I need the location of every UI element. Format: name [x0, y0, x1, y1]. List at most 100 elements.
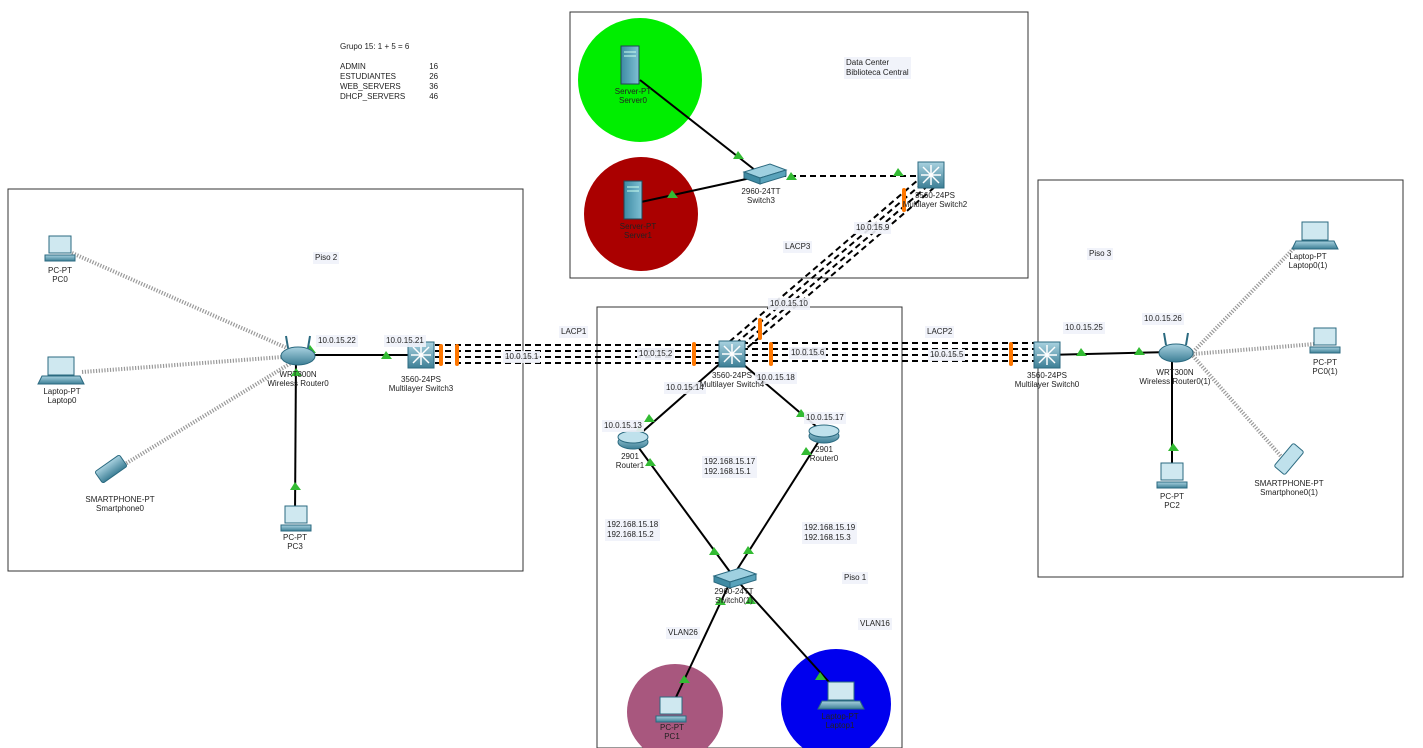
wireless-link-laptop0 [81, 354, 297, 374]
link-up-indicator [733, 151, 744, 159]
ms4-icon[interactable] [718, 340, 746, 368]
datacenter-note: Data Center Biblioteca Central [844, 57, 911, 79]
ip-ms0-lacp: 10.0.15.5 [928, 349, 966, 361]
switch3-icon[interactable] [742, 163, 788, 185]
link-up-indicator [709, 547, 720, 555]
server1-icon[interactable] [623, 180, 643, 220]
link-up-indicator [743, 546, 754, 554]
laptop0-icon[interactable] [37, 356, 85, 385]
link-up-indicator [745, 596, 756, 604]
lacp2-bundle [732, 342, 1046, 362]
smartphone01-icon[interactable] [1274, 443, 1304, 475]
lacp2-note: LACP2 [925, 326, 955, 338]
pc0-icon[interactable] [44, 235, 76, 262]
switch01-icon[interactable] [712, 567, 758, 589]
link-up-indicator [801, 447, 812, 455]
pc3-icon[interactable] [280, 505, 312, 532]
ip-ms4-right: 10.0.15.6 [789, 347, 827, 359]
ip-ms2: 10.0.15.9 [854, 222, 892, 234]
lacp-marker [692, 342, 696, 366]
link-up-indicator [786, 172, 797, 180]
ms2-icon[interactable] [917, 161, 945, 189]
link-server1-switch3 [640, 175, 761, 203]
lacp-marker [902, 188, 906, 212]
pc01-icon[interactable] [1309, 327, 1341, 354]
ip-wr0: 10.0.15.22 [316, 335, 358, 347]
pc2-icon[interactable] [1156, 462, 1188, 489]
piso1-area [596, 306, 903, 748]
lacp1-bundle [425, 344, 732, 364]
link-up-indicator [715, 597, 726, 605]
ms0-icon[interactable] [1033, 341, 1061, 369]
smartphone0-icon[interactable] [94, 454, 128, 484]
wr0-icon[interactable] [280, 335, 316, 366]
group-title: Grupo 15: 1 + 5 = 6 [340, 42, 410, 51]
link-up-indicator [291, 368, 302, 376]
link-up-indicator [645, 458, 656, 466]
piso3-note: Piso 3 [1087, 248, 1114, 260]
link-ms0-wr1 [1044, 351, 1173, 356]
ip-ms4-r0: 10.0.15.18 [755, 372, 797, 384]
vlan16-note: VLAN16 [858, 618, 892, 630]
ip-ms4-top: 10.0.15.10 [768, 298, 810, 310]
pc1-icon[interactable] [655, 696, 687, 723]
wireless-link-smartphone0 [110, 358, 298, 474]
link-switch01-pc1 [669, 575, 734, 711]
link-up-indicator [1076, 348, 1087, 356]
server0-icon[interactable] [620, 45, 640, 85]
ip-r0-switch: 192.168.15.19 192.168.15.3 [802, 522, 858, 544]
link-up-indicator [679, 675, 690, 683]
wr1-icon[interactable] [1158, 332, 1194, 363]
ip-r0: 10.0.15.17 [804, 412, 846, 424]
ip-ms4-r1: 10.0.15.14 [664, 382, 706, 394]
link-ms4-router1 [632, 353, 732, 441]
datacenter-area [569, 11, 1029, 279]
piso1-note: Piso 1 [842, 572, 869, 584]
link-up-indicator [815, 672, 826, 680]
ip-center: 192.168.15.17 192.168.15.1 [702, 456, 758, 478]
link-up-indicator [381, 351, 392, 359]
ip-r1-switch: 192.168.15.18 192.168.15.2 [605, 519, 661, 541]
laptop1-icon[interactable] [817, 681, 865, 710]
link-up-indicator [644, 414, 655, 422]
wireless-link-smartphone01 [1191, 354, 1288, 464]
wireless-link-laptop01 [1191, 240, 1302, 354]
link-up-indicator [290, 482, 301, 490]
ip-ms3: 10.0.15.21 [384, 335, 426, 347]
laptop01-icon[interactable] [1291, 221, 1339, 250]
piso2-note: Piso 2 [313, 252, 340, 264]
piso3-area [1037, 179, 1404, 578]
link-up-indicator [893, 168, 904, 176]
lacp1-note: LACP1 [559, 326, 589, 338]
link-up-indicator [1134, 347, 1145, 355]
router1-icon[interactable] [617, 430, 649, 450]
ip-r1: 10.0.15.13 [602, 420, 644, 432]
router0-icon[interactable] [808, 424, 840, 444]
ip-ms0: 10.0.15.25 [1063, 322, 1105, 334]
lacp-marker [439, 344, 443, 366]
